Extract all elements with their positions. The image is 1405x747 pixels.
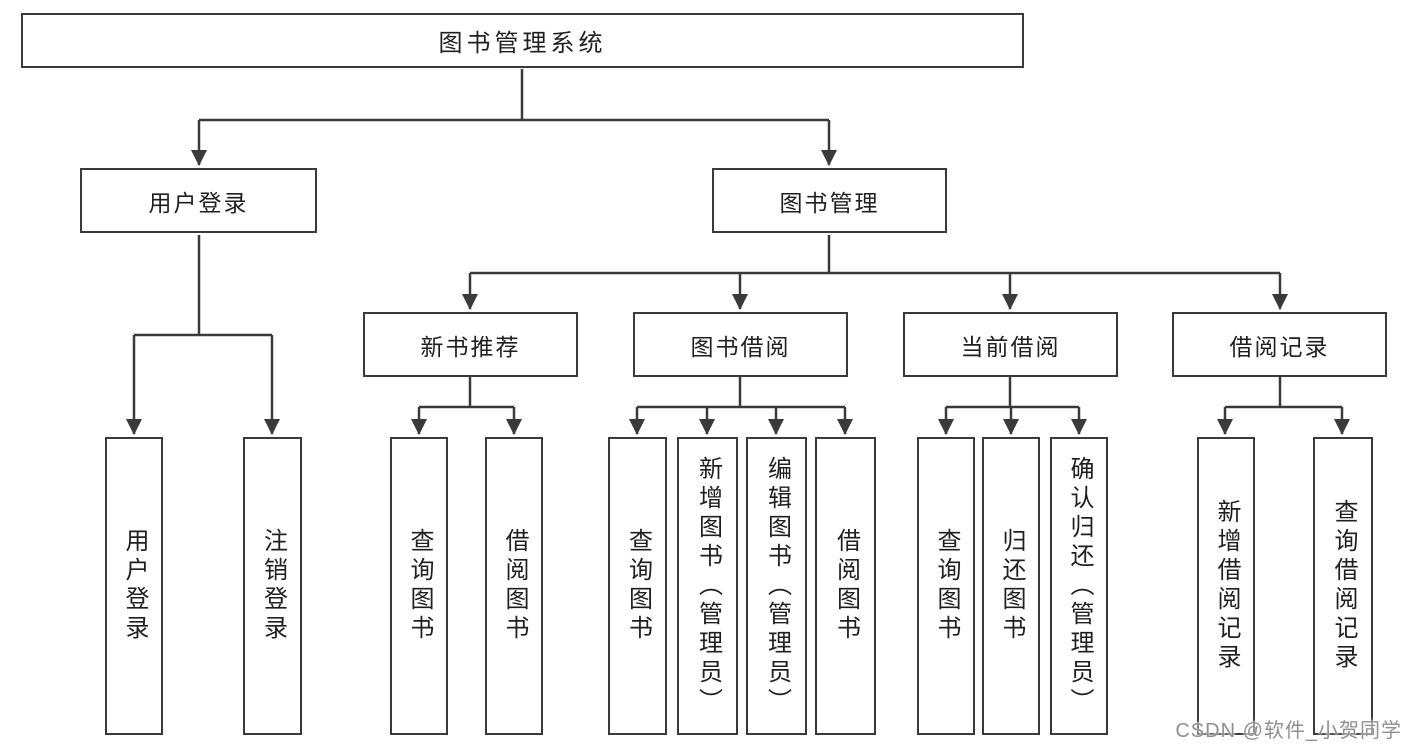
leaf-cb-return-books: 归还图书 [982,437,1040,735]
node-label: 查询图书 [933,528,960,644]
leaf-br-query-borrow-record: 查询借阅记录 [1313,437,1373,735]
leaf-user-login: 用户登录 [105,437,163,735]
node-label: 查询图书 [406,528,433,644]
node-label: 新增借阅记录 [1213,499,1240,673]
leaf-cb-confirm-return-admin: 确认归还（管理员） [1050,437,1108,735]
node-label: 图书管理 [779,189,880,216]
node-label: 编辑图书（管理员） [763,455,791,717]
leaf-bb-query-books: 查询图书 [608,437,667,735]
leaf-cb-query-books: 查询图书 [917,437,975,735]
node-library-management-system: 图书管理系统 [21,13,1024,68]
node-label: 当前借阅 [960,333,1061,360]
node-label: 归还图书 [998,528,1025,644]
node-label: 用户登录 [121,528,148,644]
node-label: 查询借阅记录 [1330,499,1357,673]
node-label: 新增图书（管理员） [694,455,722,717]
leaf-bb-borrow-books: 借阅图书 [815,437,876,735]
node-label: 图书借阅 [690,333,791,360]
node-new-book-recommendation: 新书推荐 [363,312,578,377]
node-label: 用户登录 [148,189,249,216]
node-label: 新书推荐 [420,333,521,360]
node-label: 借阅图书 [501,528,528,644]
node-label: 借阅记录 [1229,333,1330,360]
node-book-management: 图书管理 [712,168,947,233]
leaf-nb-borrow-books: 借阅图书 [485,437,543,735]
leaf-br-add-borrow-record: 新增借阅记录 [1197,437,1255,735]
node-label: 查询图书 [624,528,652,644]
node-borrowing-records: 借阅记录 [1172,312,1387,377]
node-label: 图书管理系统 [438,30,607,57]
leaf-bb-add-books-admin: 新增图书（管理员） [677,437,738,735]
leaf-nb-query-books: 查询图书 [390,437,448,735]
watermark: CSDN @软件_小贺同学 [1175,720,1402,742]
node-current-borrowing: 当前借阅 [903,312,1118,377]
node-label: 注销登录 [259,528,287,644]
leaf-bb-edit-books-admin: 编辑图书（管理员） [746,437,807,735]
node-user-login: 用户登录 [80,168,317,233]
node-label: 借阅图书 [832,528,860,644]
node-book-borrowing: 图书借阅 [633,312,848,377]
leaf-logout: 注销登录 [243,437,302,735]
node-label: 确认归还（管理员） [1066,455,1093,717]
